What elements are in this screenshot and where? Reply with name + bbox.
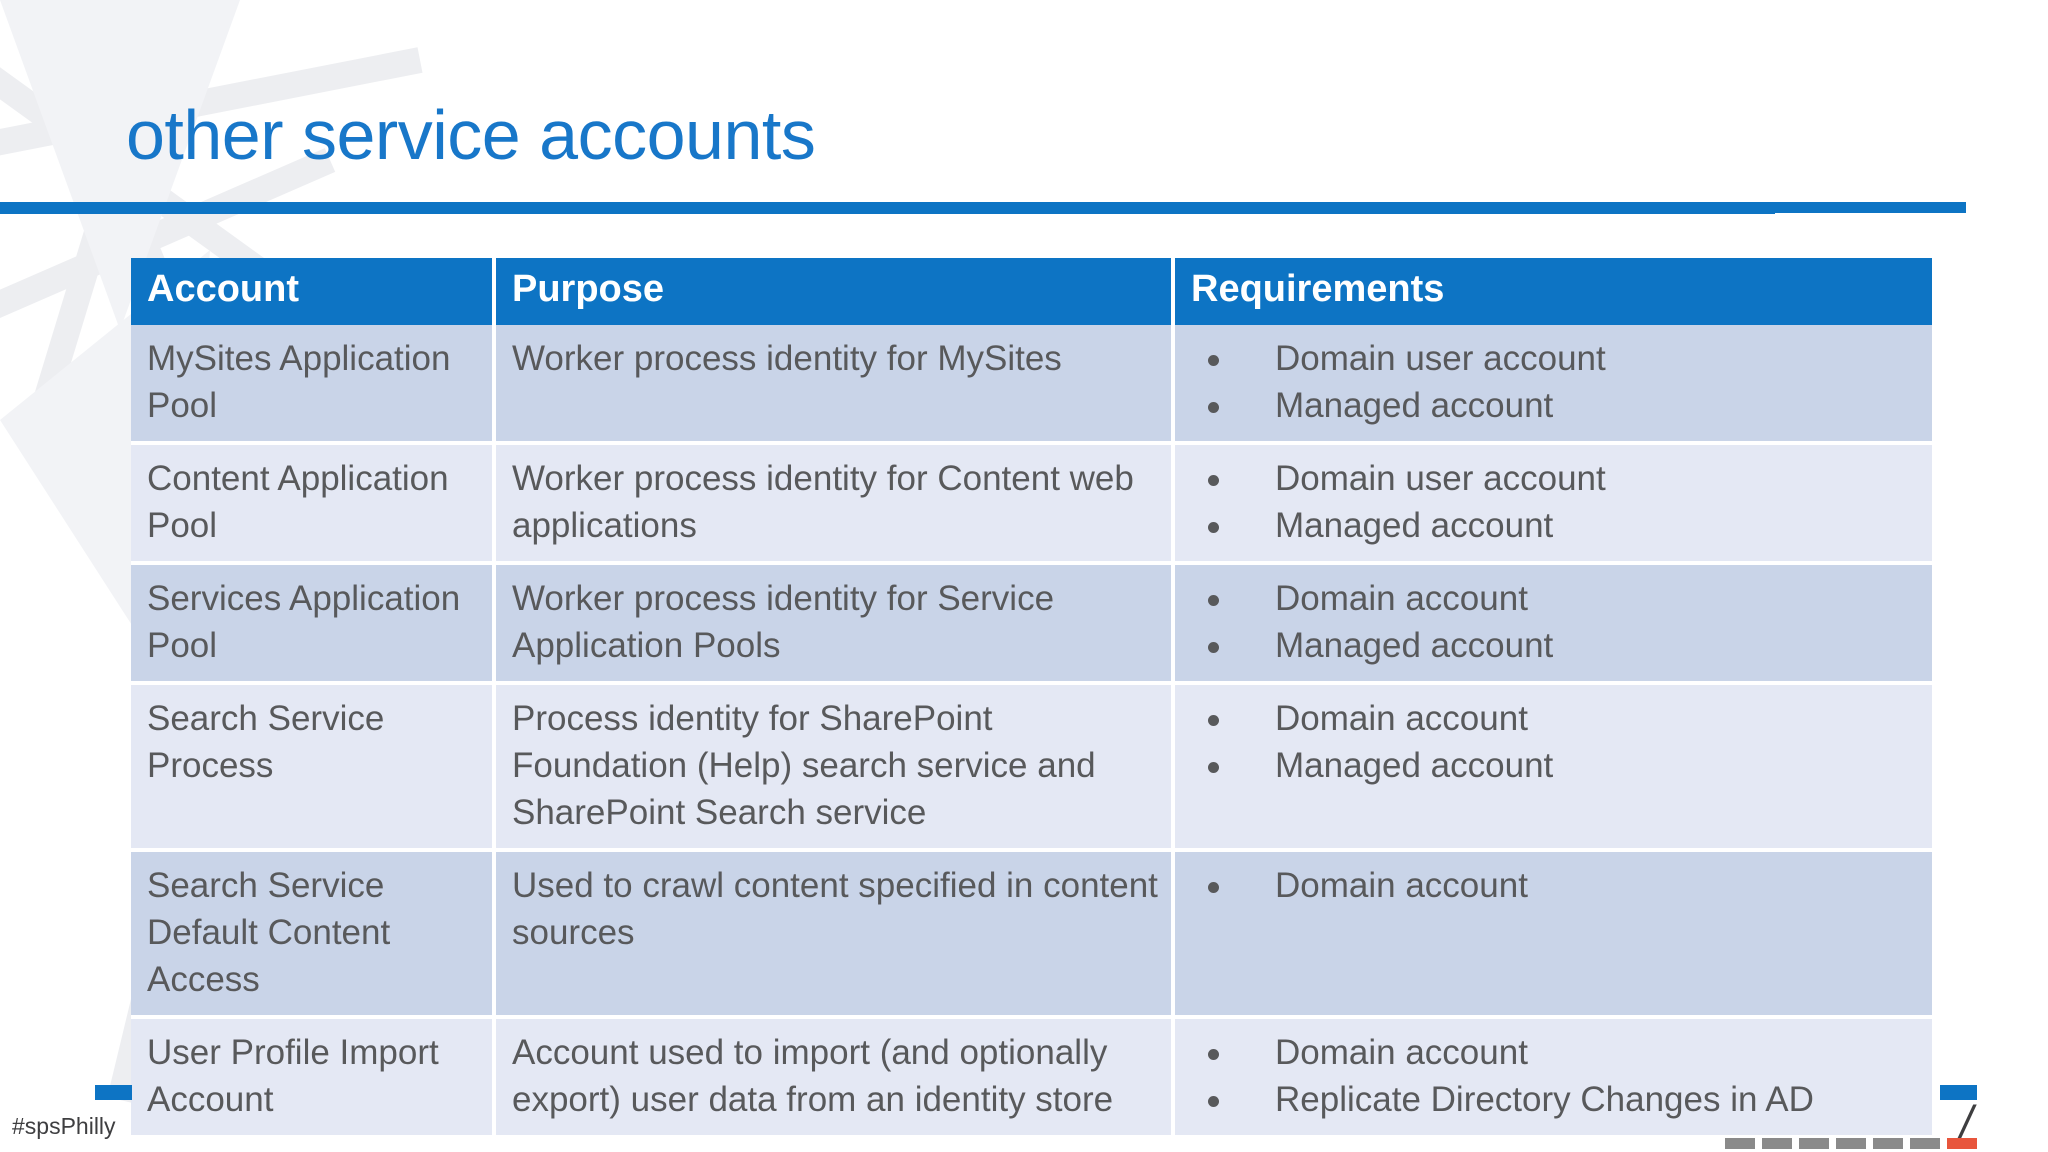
requirements-list: Domain account Managed account [1191, 695, 1920, 789]
footer-slash-mark: / [1960, 1096, 1973, 1148]
sponsor-logo-strip [1725, 1138, 1977, 1149]
footer-accent-tick-right [1940, 1085, 1977, 1100]
cell-requirements: Domain account [1175, 852, 1932, 1019]
cell-account: Search Service Process [131, 685, 496, 852]
cell-purpose: Account used to import (and optionally e… [496, 1019, 1175, 1139]
requirement-item: Domain account [1191, 575, 1920, 622]
requirements-list: Domain user account Managed account [1191, 335, 1920, 429]
requirements-list: Domain account [1191, 862, 1920, 909]
sponsor-block [1762, 1138, 1792, 1149]
sponsor-block [1836, 1138, 1866, 1149]
column-header-purpose: Purpose [496, 258, 1175, 325]
sponsor-block-accent [1947, 1138, 1977, 1149]
requirement-item: Domain account [1191, 862, 1920, 909]
cell-account: MySites Application Pool [131, 325, 496, 445]
cell-purpose: Process identity for SharePoint Foundati… [496, 685, 1175, 852]
table-header-row: Account Purpose Requirements [131, 258, 1932, 325]
cell-purpose: Worker process identity for MySites [496, 325, 1175, 445]
requirement-item: Domain account [1191, 695, 1920, 742]
requirement-item: Managed account [1191, 742, 1920, 789]
cell-requirements: Domain account Managed account [1175, 685, 1932, 852]
requirement-item: Replicate Directory Changes in AD [1191, 1076, 1920, 1123]
column-header-requirements: Requirements [1175, 258, 1932, 325]
table-row: Content Application Pool Worker process … [131, 445, 1932, 565]
cell-account: User Profile Import Account [131, 1019, 496, 1139]
cell-requirements: Domain account Replicate Directory Chang… [1175, 1019, 1932, 1139]
requirements-list: Domain account Managed account [1191, 575, 1920, 669]
requirements-list: Domain user account Managed account [1191, 455, 1920, 549]
table-row: Search Service Process Process identity … [131, 685, 1932, 852]
cell-requirements: Domain user account Managed account [1175, 325, 1932, 445]
cell-account: Search Service Default Content Access [131, 852, 496, 1019]
page-title: other service accounts [126, 96, 816, 174]
cell-purpose: Worker process identity for Content web … [496, 445, 1175, 565]
title-underline-rule-secondary [0, 207, 1775, 214]
cell-account: Services Application Pool [131, 565, 496, 685]
cell-purpose: Used to crawl content specified in conte… [496, 852, 1175, 1019]
sponsor-block [1910, 1138, 1940, 1149]
requirement-item: Domain user account [1191, 335, 1920, 382]
table-row: Search Service Default Content Access Us… [131, 852, 1932, 1019]
footer-hashtag: #spsPhilly [12, 1113, 116, 1139]
service-accounts-table: Account Purpose Requirements MySites App… [131, 258, 1932, 1139]
footer-accent-tick-left [95, 1085, 132, 1100]
table-row: User Profile Import Account Account used… [131, 1019, 1932, 1139]
requirement-item: Managed account [1191, 382, 1920, 429]
column-header-account: Account [131, 258, 496, 325]
cell-requirements: Domain user account Managed account [1175, 445, 1932, 565]
cell-purpose: Worker process identity for Service Appl… [496, 565, 1175, 685]
requirement-item: Domain user account [1191, 455, 1920, 502]
table-row: MySites Application Pool Worker process … [131, 325, 1932, 445]
requirements-list: Domain account Replicate Directory Chang… [1191, 1029, 1920, 1123]
requirement-item: Managed account [1191, 622, 1920, 669]
sponsor-block [1725, 1138, 1755, 1149]
requirement-item: Managed account [1191, 502, 1920, 549]
table-row: Services Application Pool Worker process… [131, 565, 1932, 685]
cell-requirements: Domain account Managed account [1175, 565, 1932, 685]
sponsor-block [1799, 1138, 1829, 1149]
requirement-item: Domain account [1191, 1029, 1920, 1076]
sponsor-block [1873, 1138, 1903, 1149]
cell-account: Content Application Pool [131, 445, 496, 565]
